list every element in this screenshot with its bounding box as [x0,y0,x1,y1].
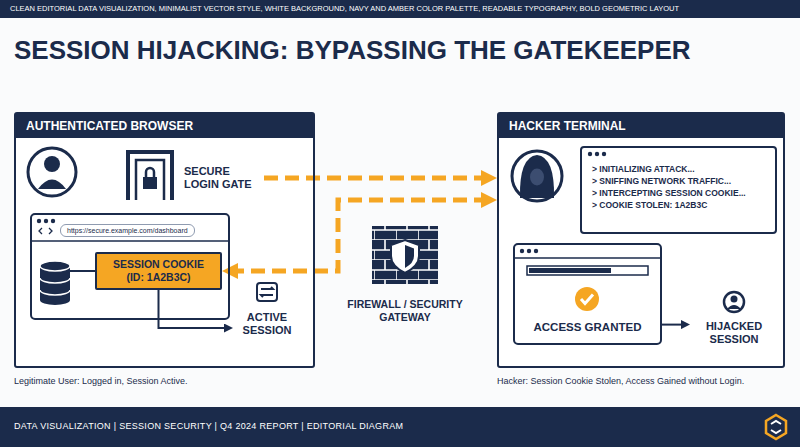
terminal-chrome [588,152,606,156]
style-banner: CLEAN EDITORIAL DATA VISUALIZATION, MINI… [10,4,679,14]
node-text: ACCESS GRANTED [534,320,642,334]
attack-arrow [264,176,489,181]
gate-icon [128,152,172,200]
node-text: ACTIVE SESSION [233,311,301,337]
access-window: ACCESS GRANTED [513,243,662,345]
terminal-window: > INITIALIZING ATTACK...> SNIFFING NETWO… [580,146,777,234]
node-text: > SNIFFING NETWORK TRAFFIC... [592,175,767,187]
active-session: ACTIVE SESSION [233,305,301,343]
hacker-icon [512,151,562,201]
node-text: HIJACKED SESSION [690,320,778,346]
session-icon [257,283,277,301]
diagram-title: SESSION HIJACKING: BYPASSING THE GATEKEE… [14,34,691,66]
login-gate: SECURE LOGIN GATE [184,158,264,198]
panel-note: Legitimate User: Logged in, Session Acti… [14,376,188,387]
node-text: > INITIALIZING ATTACK... [592,163,767,175]
node-text: https://secure.example.com/dashboard [60,224,195,237]
browser-window: https://secure.example.com/dashboardSESS… [30,213,230,320]
top-bar [0,0,800,18]
hijacked-user-icon [724,292,744,312]
footer-caption: DATA VISUALIZATION | SESSION SECURITY | … [14,421,403,432]
node-text: FIREWALL / SECURITY GATEWAY [346,298,464,324]
node-text: > COOKIE STOLEN: 1A2B3C [592,199,767,211]
hijacked-session: HIJACKED SESSION [690,316,778,350]
user-icon [28,148,76,196]
hacker-panel: HACKER TERMINAL> INITIALIZING ATTACK...>… [497,112,785,368]
panel-fill [497,112,785,368]
flow-arrow [662,324,686,326]
browser-panel: AUTHENTICATED BROWSER SECURE LOGIN GATE ht… [14,112,315,368]
attack-arrow [230,200,489,271]
node-text: HACKER TERMINAL [499,114,783,138]
node-text: AUTHENTICATED BROWSER [16,114,313,138]
node-text: > INTERCEPTING SESSION COOKIE... [592,187,767,199]
browser-chrome [31,219,229,241]
session-cookie: SESSION COOKIE (ID: 1A2B3C) [95,252,222,290]
logo-icon [766,415,786,439]
panel-note: Hacker: Session Cookie Stolen, Access Ga… [497,376,744,387]
database-icon [40,261,95,305]
node-text: SESSION COOKIE (ID: 1A2B3C) [103,258,214,284]
firewall-gateway: FIREWALL / SECURITY GATEWAY [346,222,464,326]
bottom-bar [0,407,800,447]
firewall-icon [372,226,438,284]
access-window-chrome [514,249,661,311]
node-text: SECURE LOGIN GATE [184,165,264,191]
flow-arrow [159,290,229,328]
panel-fill [14,112,315,368]
